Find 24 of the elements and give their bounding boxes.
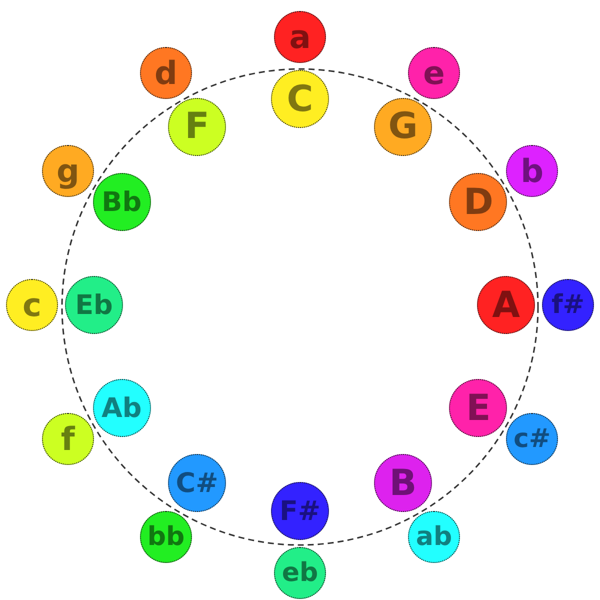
minor-key-circle: c# — [506, 413, 558, 465]
minor-key-circle: ab — [408, 511, 460, 564]
minor-key-circle: g — [42, 145, 94, 197]
major-key-circle: Eb — [65, 276, 123, 334]
minor-key-circle: eb — [274, 547, 326, 599]
major-key-circle: Ab — [92, 379, 151, 437]
minor-key-circle: f# — [542, 279, 594, 331]
major-key-circle: E — [449, 379, 508, 437]
major-key-circle: G — [374, 98, 432, 156]
major-key-circle: B — [374, 454, 432, 512]
major-key-circle: C# — [168, 454, 226, 512]
major-key-circle: D — [449, 173, 508, 231]
minor-key-circle: b — [506, 145, 558, 197]
major-key-circle: A — [477, 276, 535, 334]
major-key-circle: C — [271, 70, 329, 128]
major-key-circle: Bb — [92, 173, 151, 231]
minor-key-circle: c — [6, 279, 58, 331]
minor-key-circle: a — [274, 11, 326, 63]
minor-key-circle: f — [42, 413, 94, 465]
major-key-circle: F — [168, 98, 226, 156]
minor-key-circle: bb — [140, 511, 192, 564]
minor-key-circle: d — [140, 46, 192, 99]
minor-key-circle: e — [408, 46, 460, 99]
major-key-circle: F# — [271, 482, 329, 540]
